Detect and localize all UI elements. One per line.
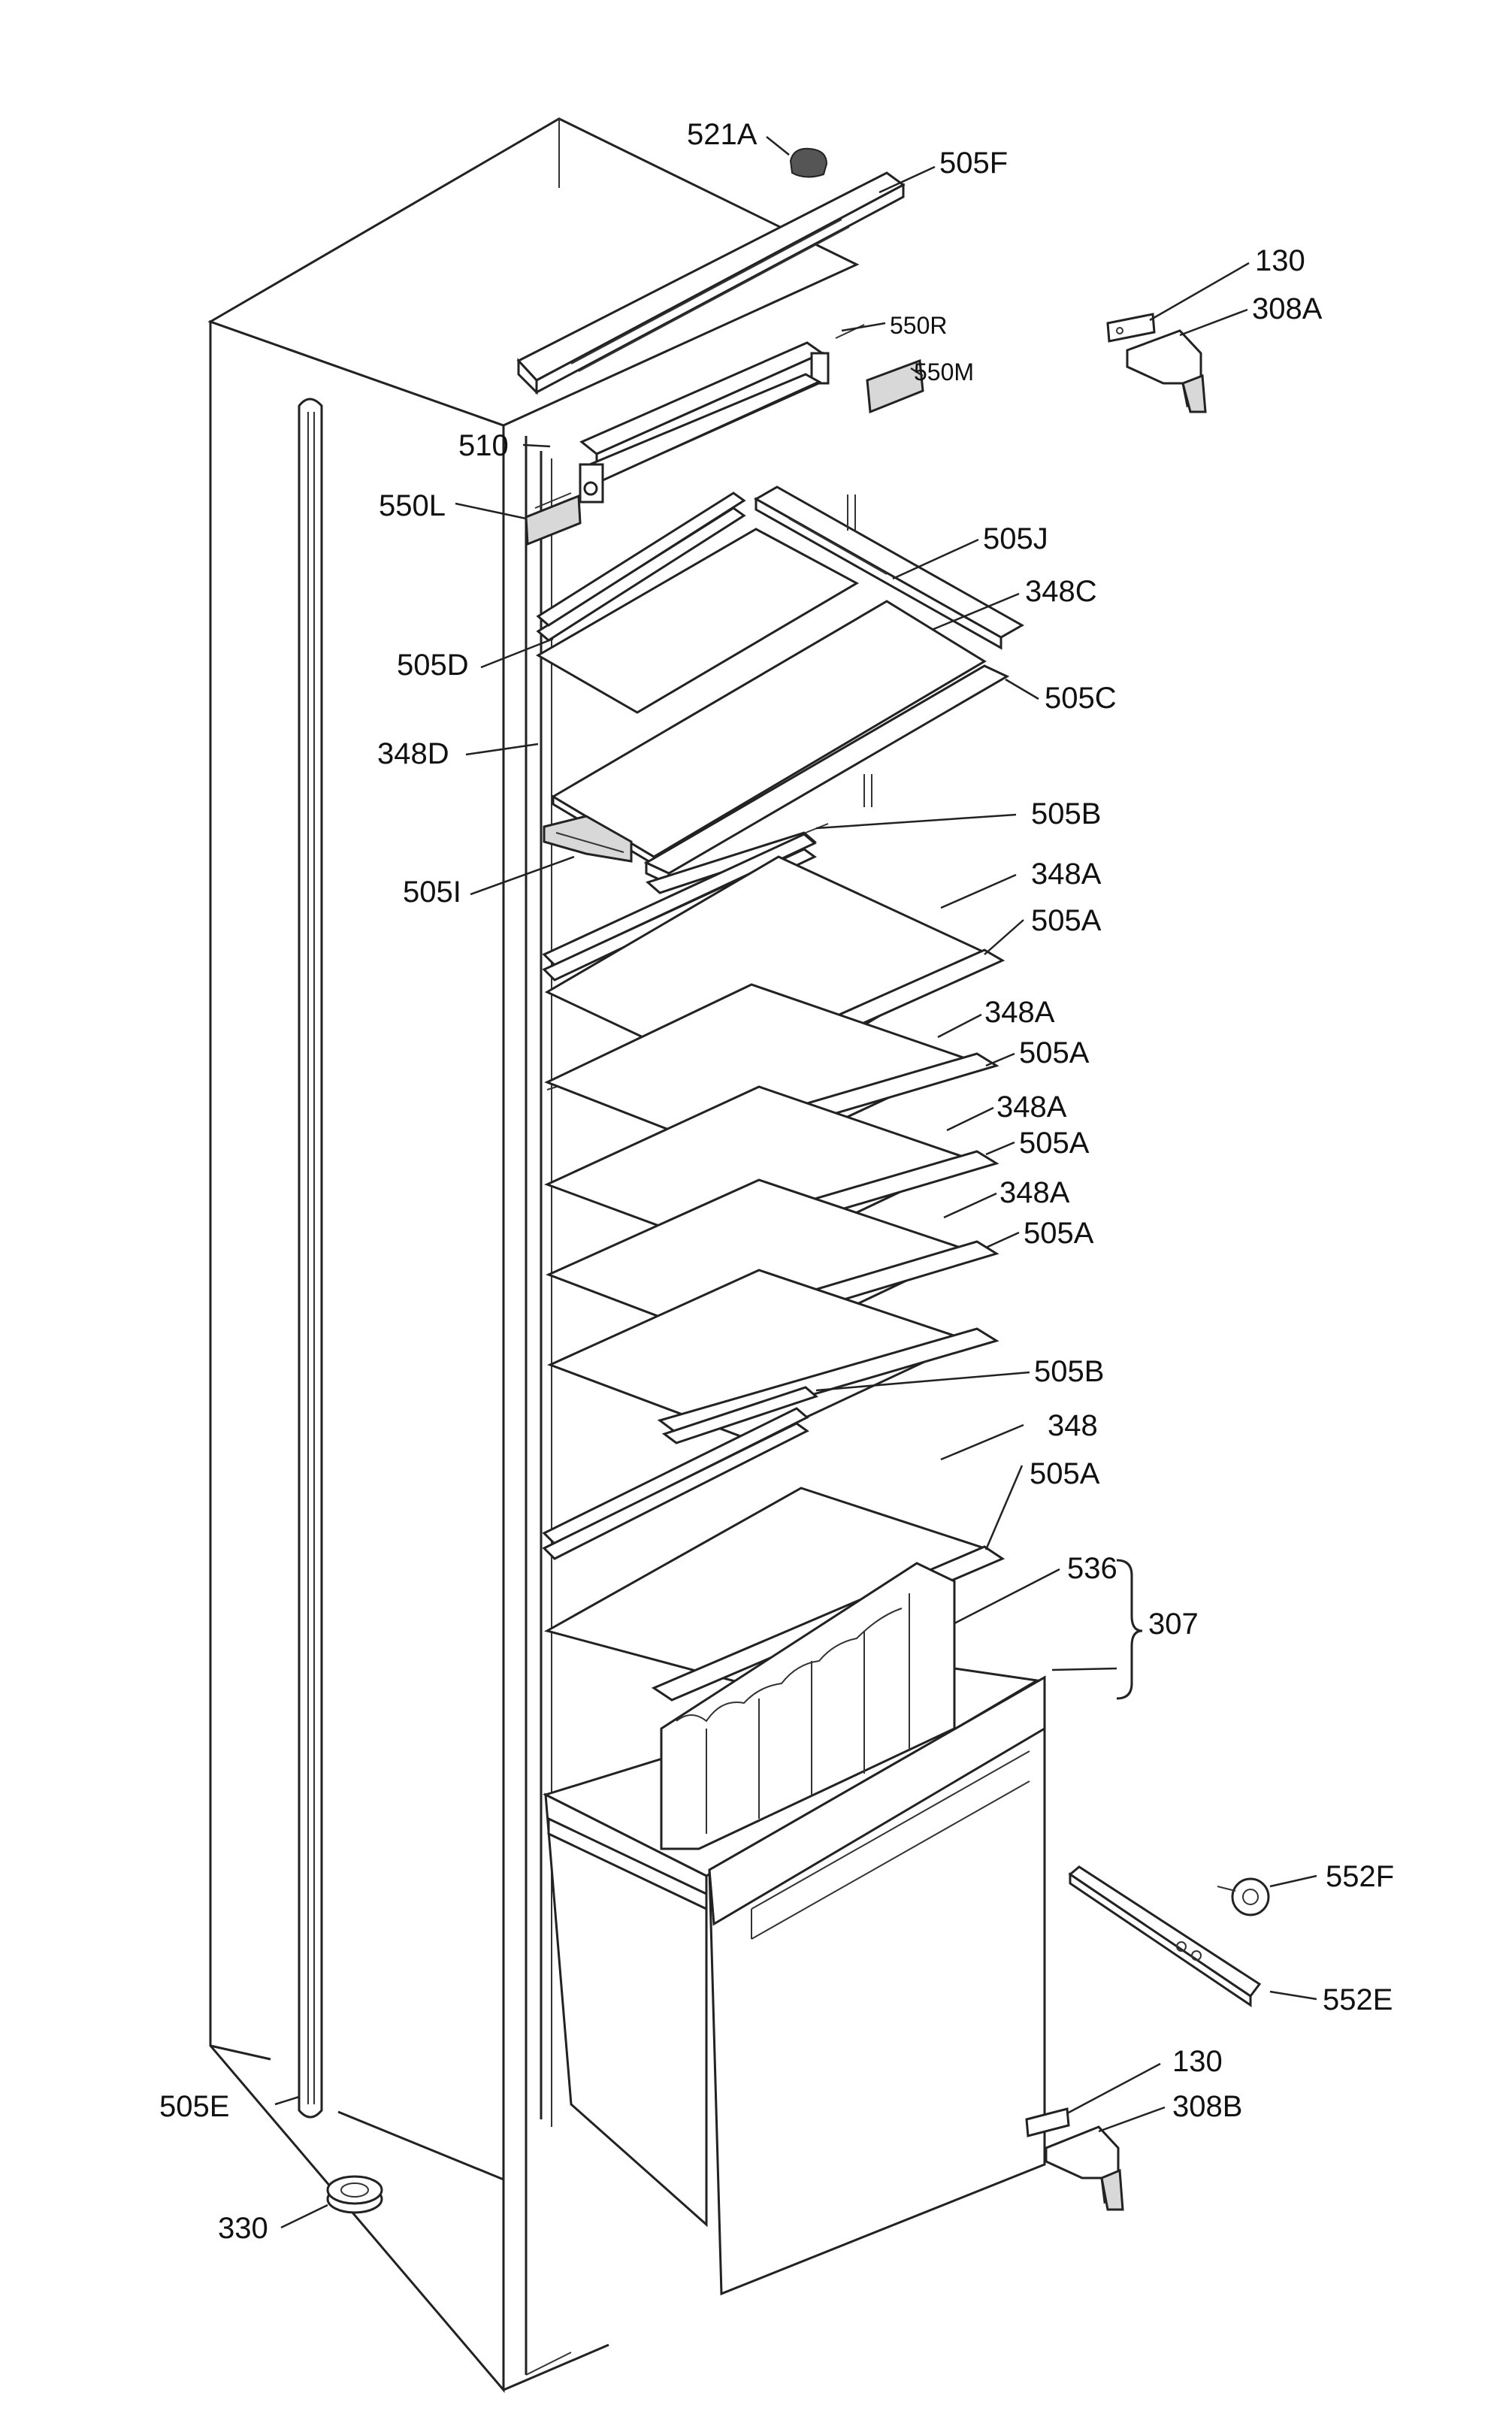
- label-130-bottom: 130: [1172, 2045, 1223, 2078]
- label-505j: 505J: [983, 522, 1048, 555]
- part-505f-rail: [516, 171, 906, 395]
- part-308a-hinge: [1126, 329, 1207, 413]
- part-130-top: [1106, 313, 1156, 343]
- label-348d: 348D: [377, 737, 449, 770]
- part-505b-clip-lower: [661, 1386, 818, 1444]
- label-348: 348: [1048, 1409, 1098, 1442]
- label-348a-2: 348A: [984, 996, 1055, 1029]
- part-130-bottom: [1025, 2107, 1070, 2137]
- part-521a: [789, 147, 828, 178]
- part-510-lamp: [579, 373, 822, 504]
- label-308b: 308B: [1172, 2090, 1242, 2123]
- part-552f-screw: [1217, 1877, 1270, 1916]
- part-552e-rail: [1068, 1865, 1262, 2007]
- label-348a-3: 348A: [996, 1090, 1067, 1124]
- label-505a-2: 505A: [1019, 1036, 1090, 1069]
- label-505f: 505F: [939, 147, 1008, 180]
- label-550l: 550L: [379, 489, 446, 522]
- label-505a-5: 505A: [1030, 1457, 1100, 1490]
- part-330-foot: [326, 2175, 383, 2214]
- label-536: 536: [1067, 1552, 1117, 1585]
- label-550m: 550M: [914, 358, 974, 386]
- label-505a-1: 505A: [1031, 904, 1102, 937]
- label-348a-4: 348A: [999, 1176, 1070, 1209]
- label-307: 307: [1148, 1608, 1199, 1641]
- door-seal-strip-505e: [298, 398, 323, 2119]
- label-348c: 348C: [1025, 575, 1097, 608]
- label-130-top: 130: [1255, 244, 1305, 277]
- label-505b-upper: 505B: [1031, 797, 1101, 830]
- label-505b-lower: 505B: [1034, 1355, 1104, 1388]
- label-510: 510: [458, 429, 509, 462]
- shelf-assembly-upper: [536, 486, 1025, 886]
- part-308b-hinge: [1045, 2125, 1124, 2211]
- label-505e: 505E: [159, 2090, 229, 2123]
- label-330: 330: [218, 2212, 268, 2245]
- label-505d: 505D: [397, 649, 469, 682]
- label-308a: 308A: [1252, 292, 1323, 325]
- label-521a: 521A: [687, 118, 758, 151]
- bracket-307: [1116, 1559, 1143, 1700]
- label-550r: 550R: [890, 312, 948, 339]
- label-552f: 552F: [1326, 1860, 1394, 1893]
- label-505a-3: 505A: [1019, 1127, 1090, 1160]
- drawer-307: [543, 1562, 1046, 2296]
- label-505i: 505I: [403, 876, 461, 909]
- cabinet-body: [207, 117, 860, 2394]
- label-552e: 552E: [1323, 1983, 1393, 2016]
- label-348a-1: 348A: [1031, 858, 1102, 891]
- part-550m-cover: [866, 358, 924, 414]
- label-505a-4: 505A: [1024, 1217, 1094, 1250]
- part-550l-switch: [525, 492, 582, 546]
- label-505c: 505C: [1045, 682, 1117, 715]
- leader-lines: [274, 136, 1317, 2229]
- part-labels: 521A 505F 130 308A 550R 550M 510 550L 50…: [159, 118, 1394, 2245]
